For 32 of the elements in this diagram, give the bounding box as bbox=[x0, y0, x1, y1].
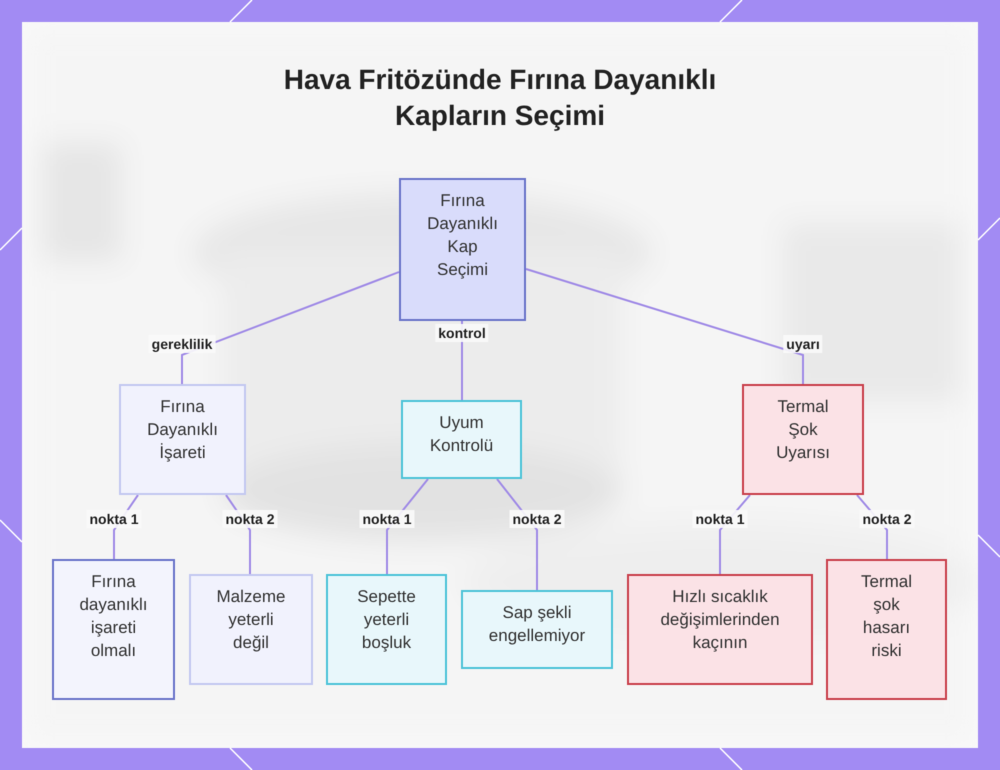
node-text: Fırına Dayanıklı Kap Seçimi bbox=[426, 190, 499, 282]
node-text: Termal şok hasarı riski bbox=[860, 571, 913, 662]
node-box bbox=[326, 574, 447, 685]
node-box bbox=[742, 384, 864, 495]
edge-label: nokta 1 bbox=[360, 510, 414, 528]
node-box bbox=[399, 178, 526, 321]
edge-label: nokta 1 bbox=[692, 510, 748, 528]
node-box bbox=[461, 590, 613, 669]
node-box bbox=[119, 384, 246, 495]
node-text: Sap şekli engellemiyor bbox=[488, 602, 586, 648]
edge-label: nokta 2 bbox=[510, 510, 564, 528]
edge-label: nokta 2 bbox=[860, 510, 914, 528]
node-box bbox=[826, 559, 947, 700]
node-text: Malzeme yeterli değil bbox=[216, 586, 286, 654]
node-text: Hızlı sıcaklık değişimlerinden kaçının bbox=[659, 586, 781, 654]
node-text: Sepette yeterli boşluk bbox=[356, 586, 417, 654]
node-box bbox=[189, 574, 313, 685]
edge-label: nokta 2 bbox=[222, 510, 278, 528]
node-box bbox=[627, 574, 813, 685]
title: Hava Fritözünde Fırına Dayanıklı Kapların Seçimi bbox=[282, 63, 718, 134]
node-text: Fırına dayanıklı işareti olmalı bbox=[78, 571, 149, 662]
connector-line bbox=[181, 271, 400, 384]
node-box bbox=[52, 559, 175, 700]
edge-label: kontrol bbox=[435, 324, 489, 342]
node-text: Uyum Kontrolü bbox=[428, 412, 494, 458]
connector-line bbox=[526, 268, 804, 384]
node-box bbox=[401, 400, 522, 479]
edge-label: gereklilik bbox=[148, 335, 216, 353]
node-text: Fırına Dayanıklı İşareti bbox=[146, 396, 219, 464]
edge-label: nokta 1 bbox=[86, 510, 142, 528]
edge-label: uyarı bbox=[783, 335, 823, 353]
node-text: Termal Şok Uyarısı bbox=[775, 396, 831, 464]
